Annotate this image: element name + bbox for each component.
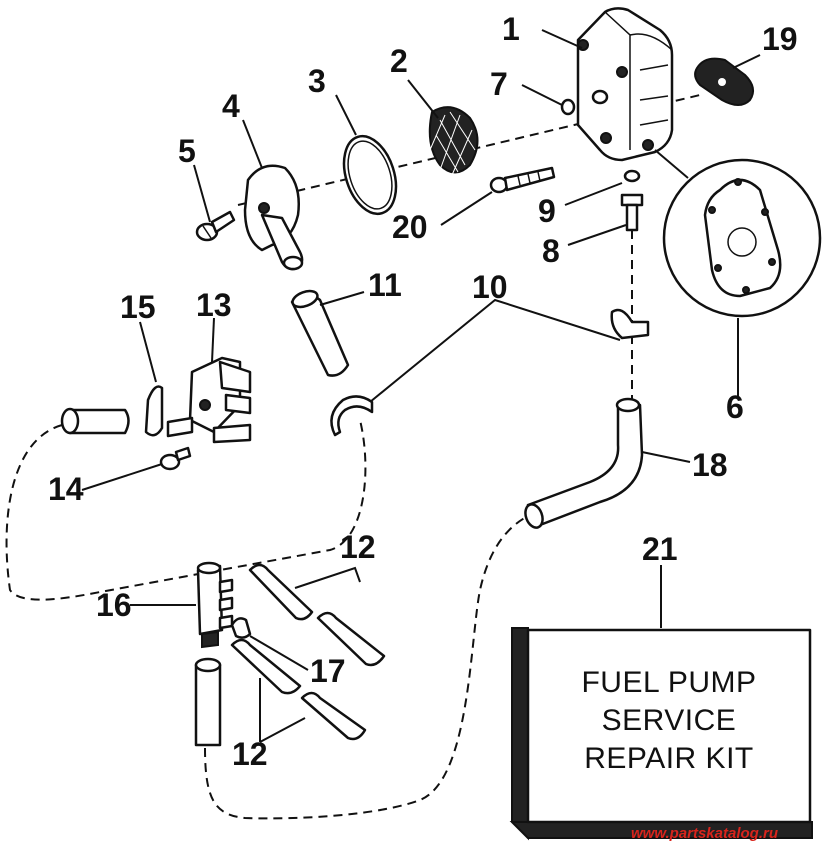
callout-18: 18: [692, 447, 728, 483]
callout-15: 15: [120, 289, 156, 325]
fuel-pump-body: [576, 7, 674, 162]
watermark-text: www.partskatalog.ru: [631, 825, 778, 842]
callout-5: 5: [178, 133, 196, 169]
callout-10: 10: [472, 269, 508, 305]
callout-1: 1: [502, 11, 520, 47]
o-ring-gasket: [342, 134, 398, 216]
kit-label-line-1: FUEL PUMP: [581, 666, 756, 699]
callout-20: 20: [392, 209, 428, 245]
pump-cover: [243, 164, 304, 271]
callout-3: 3: [308, 63, 326, 99]
repair-kit-box: [509, 627, 813, 841]
callout-21: 21: [642, 531, 678, 567]
callout-12-top: 12: [340, 529, 376, 565]
callout-13: 13: [196, 287, 232, 323]
callout-7: 7: [490, 66, 508, 102]
washer-and-fitting: [620, 169, 644, 232]
fuel-valve-connector: [166, 356, 252, 444]
callout-11: 11: [368, 267, 402, 303]
callout-9: 9: [538, 193, 556, 229]
tee-fitting: [196, 561, 234, 649]
callout-19: 19: [762, 21, 798, 57]
callout-4: 4: [222, 88, 240, 124]
hoses-group: [194, 563, 386, 747]
kit-label-line-2: SERVICE: [602, 704, 737, 737]
leader-lines: [81, 29, 761, 743]
callout-6: 6: [726, 389, 744, 425]
gasket-detail-bubble: [654, 149, 822, 318]
callout-12-bottom: 12: [232, 736, 268, 772]
callout-2: 2: [390, 43, 408, 79]
mounting-bolt: [489, 166, 556, 194]
callout-16: 16: [96, 587, 132, 623]
kit-label-line-3: REPAIR KIT: [584, 742, 753, 775]
curved-hose: [524, 397, 644, 529]
valve-gasket: [144, 385, 164, 437]
gasket-plate: [694, 57, 755, 106]
callout-8: 8: [542, 233, 560, 269]
repair-kit-label: FUEL PUMP SERVICE REPAIR KIT: [581, 666, 756, 775]
hose-short: [290, 289, 350, 377]
callout-14: 14: [48, 471, 84, 507]
small-o-ring: [560, 98, 576, 116]
callout-numbers: 1 2 3 4 5 6 7 8 9 10 11 12 12 13 14 15 1…: [48, 11, 798, 772]
valve-screw: [159, 446, 192, 471]
filter-screen: [428, 106, 479, 176]
callout-17: 17: [310, 653, 346, 689]
hose-clamps: [330, 308, 650, 437]
cover-screw: [195, 210, 236, 242]
small-plug: [230, 617, 252, 639]
valve-hose: [60, 407, 130, 435]
